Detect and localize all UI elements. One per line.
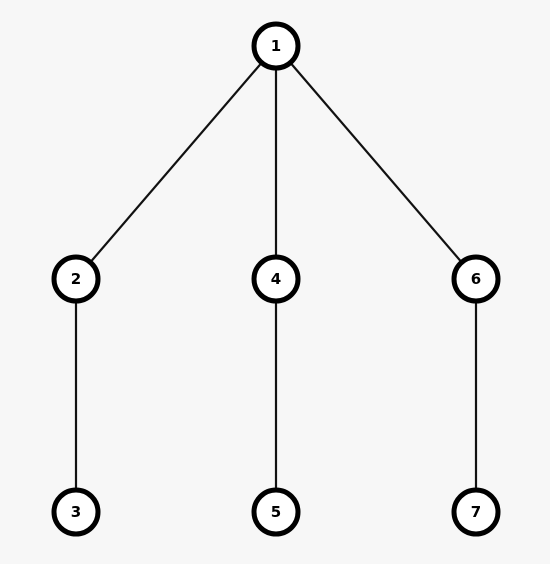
- node-circle: [251, 487, 301, 537]
- node-circle: [451, 254, 501, 304]
- node-label: 1: [271, 37, 281, 55]
- node-7: 7: [451, 487, 501, 537]
- node-1: 1: [251, 21, 301, 71]
- edges-layer: [74, 45, 478, 512]
- node-circle: [251, 254, 301, 304]
- node-circle: [251, 21, 301, 71]
- nodes-layer: 1 2 3 4 5 6 7: [51, 21, 501, 537]
- edge-1-2: [75, 45, 277, 280]
- node-label: 6: [471, 270, 481, 288]
- node-label: 7: [471, 503, 481, 521]
- node-6: 6: [451, 254, 501, 304]
- node-circle: [51, 487, 101, 537]
- node-circle: [51, 254, 101, 304]
- node-label: 2: [71, 270, 81, 288]
- node-label: 4: [271, 270, 281, 288]
- edge-1-6: [275, 45, 477, 280]
- node-2: 2: [51, 254, 101, 304]
- node-5: 5: [251, 487, 301, 537]
- node-label: 3: [71, 503, 81, 521]
- node-4: 4: [251, 254, 301, 304]
- node-circle: [451, 487, 501, 537]
- node-label: 5: [271, 503, 281, 521]
- node-3: 3: [51, 487, 101, 537]
